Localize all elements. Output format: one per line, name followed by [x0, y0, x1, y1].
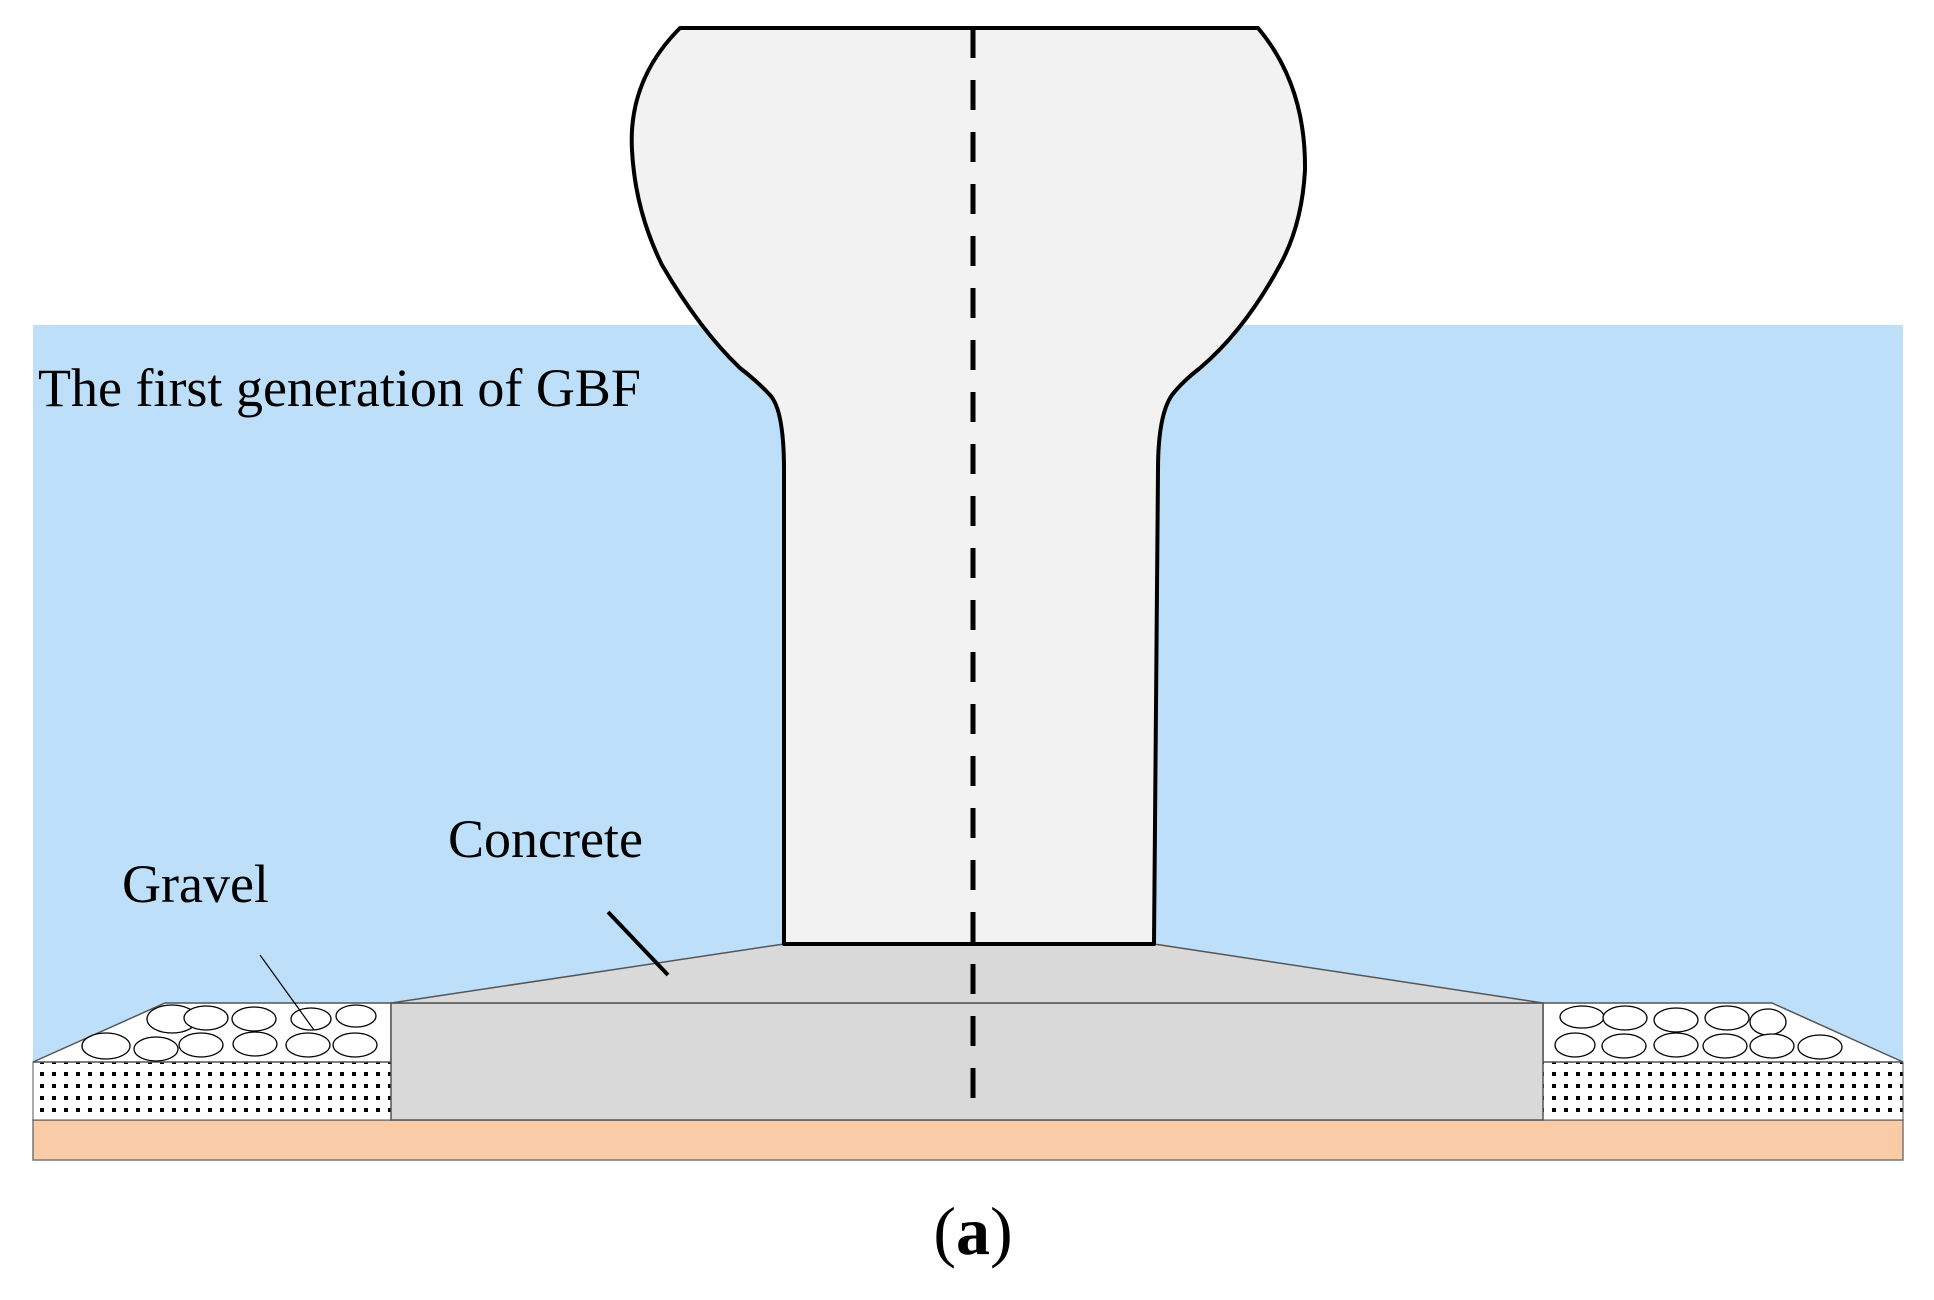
- caption-letter: a: [956, 1193, 990, 1269]
- concrete-leader-line: [606, 910, 670, 977]
- figure-caption: (a): [933, 1193, 1012, 1269]
- dotted-fill-layer-right: [1542, 1061, 1904, 1121]
- gbf-structure: [629, 26, 1308, 946]
- gravel-leader-line: [259, 954, 315, 1031]
- concrete-slab: [390, 1002, 1544, 1121]
- gravel-label: Gravel: [122, 854, 269, 914]
- caption-open-paren: (: [933, 1193, 956, 1269]
- gravel-stones-left: [81, 1004, 378, 1062]
- gravel-stones-right: [1554, 1005, 1843, 1060]
- diagram-title: The first generation of GBF: [38, 358, 641, 418]
- dotted-fill-layer-left: [32, 1061, 392, 1121]
- concrete-label: Concrete: [448, 809, 643, 869]
- seabed-layer: [32, 1119, 1904, 1161]
- caption-close-paren: ): [990, 1193, 1013, 1269]
